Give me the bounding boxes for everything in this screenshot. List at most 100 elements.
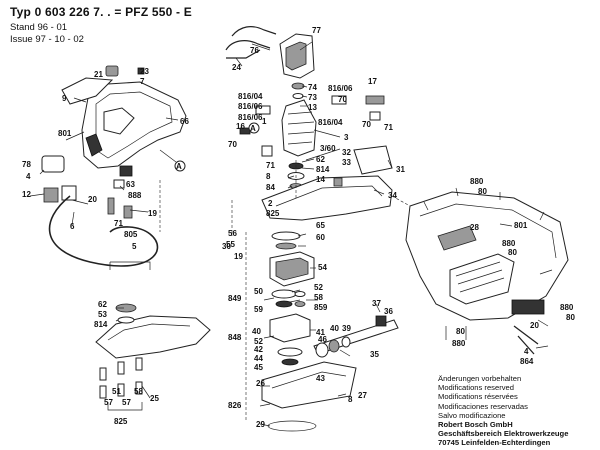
switch-parts	[41, 65, 145, 219]
callout: 3/60	[320, 144, 336, 153]
company-name: Robert Bosch GmbH	[438, 420, 513, 430]
callout: 80	[456, 327, 465, 336]
callout: A	[250, 124, 256, 133]
stand-line: Stand 96 - 01	[10, 22, 68, 33]
motor-screws	[423, 187, 553, 355]
brush-holders	[239, 95, 385, 157]
callout: 859	[314, 303, 328, 312]
callout: 56	[228, 229, 237, 238]
callout: 40	[330, 324, 339, 333]
callout: 16	[236, 122, 245, 131]
callout: 63	[126, 180, 135, 189]
assembly-line	[391, 195, 411, 207]
callout: 880	[502, 239, 516, 248]
company-division: Geschäftsbereich Elektrowerkzeuge	[438, 429, 569, 439]
callout: 805	[124, 230, 138, 239]
callout: 816/06	[238, 113, 263, 122]
typ-prefix: Typ	[10, 5, 32, 19]
callout: 880	[470, 177, 484, 186]
gear-stack	[269, 231, 315, 366]
plunger-rod	[313, 315, 399, 358]
callout: 33	[342, 158, 351, 167]
notice-line: Änderungen vorbehalten	[438, 374, 522, 383]
callout: 35	[370, 350, 379, 359]
callout: 46	[318, 335, 327, 344]
callout: 52	[254, 337, 263, 346]
callout: 76	[250, 46, 259, 55]
callout: 71	[114, 219, 123, 228]
cable-bracket	[109, 261, 151, 270]
notice-line: Modifications reserved	[438, 383, 514, 393]
leader-lines	[29, 41, 549, 427]
callout: 880	[560, 303, 574, 312]
field-coil	[279, 33, 315, 79]
callout: 58	[134, 387, 143, 396]
callout: 848	[228, 333, 242, 342]
callout: 29	[256, 420, 265, 429]
callout: 25	[150, 394, 159, 403]
callout: 34	[388, 191, 397, 200]
callout: 80	[508, 248, 517, 257]
callout: 62	[316, 155, 325, 164]
callout: 71	[384, 123, 393, 132]
foot-bracket	[107, 402, 143, 411]
gear-housing	[261, 145, 393, 221]
callout: 52	[314, 283, 323, 292]
issue-line: Issue 97 - 10 - 02	[10, 34, 84, 45]
callout: 70	[228, 140, 237, 149]
callout: 3	[344, 133, 349, 142]
lower-housing	[261, 361, 357, 432]
callout: 65	[316, 221, 325, 230]
callout: 42	[254, 345, 263, 354]
callout: 4	[524, 347, 529, 356]
callout: 816/06	[328, 84, 353, 93]
brush-wire-assembly	[225, 26, 277, 59]
callout: 71	[266, 161, 275, 170]
callout: 23	[140, 67, 149, 76]
callout: 816/06	[238, 102, 263, 111]
callout: 14	[316, 175, 325, 184]
callout: 7	[140, 77, 145, 86]
callout: 41	[316, 328, 325, 337]
callout: 51	[112, 387, 121, 396]
callout: 20	[530, 321, 539, 330]
callout: 62	[98, 300, 107, 309]
legal-notice: Änderungen vorbehalten Modifications res…	[438, 374, 568, 448]
company-address: 70745 Leinfelden-Echterdingen	[438, 438, 551, 448]
notice-line: Modifications réservées	[438, 392, 518, 402]
callout: 44	[254, 354, 263, 363]
ref-circle-a	[248, 122, 260, 134]
callout: 5	[132, 242, 137, 251]
callout: 32	[342, 148, 351, 157]
callout: 57	[122, 398, 131, 407]
callout: 31	[396, 165, 405, 174]
callout: 53	[98, 310, 107, 319]
callout: 19	[148, 209, 157, 218]
callout: 36	[384, 307, 393, 316]
base-foot	[95, 303, 211, 399]
callout: 888	[128, 191, 142, 200]
callout: 2	[268, 199, 273, 208]
callout: 801	[58, 129, 72, 138]
callout: 28	[470, 223, 479, 232]
callout: 849	[228, 294, 242, 303]
callout: 13	[308, 103, 317, 112]
callout: 825	[266, 209, 280, 218]
ref-circle-a	[174, 160, 186, 172]
callout: 59	[254, 305, 263, 314]
callout: 6	[70, 222, 75, 231]
callout: 12	[22, 190, 31, 199]
typ-number: 0 603 226 7. .	[34, 5, 111, 19]
callout: 73	[308, 93, 317, 102]
callout: 816/04	[238, 92, 263, 101]
header-title: Typ 0 603 226 7. . = PFZ 550 - E	[10, 5, 192, 19]
callout: 4	[26, 172, 31, 181]
notice-line: Salvo modificazione	[438, 410, 506, 420]
callout: 19	[234, 252, 243, 261]
callout: 26	[256, 379, 265, 388]
callout: 80	[566, 313, 575, 322]
callout: 58	[314, 293, 323, 302]
callout: 60	[316, 233, 325, 242]
handle-housing	[61, 77, 187, 169]
